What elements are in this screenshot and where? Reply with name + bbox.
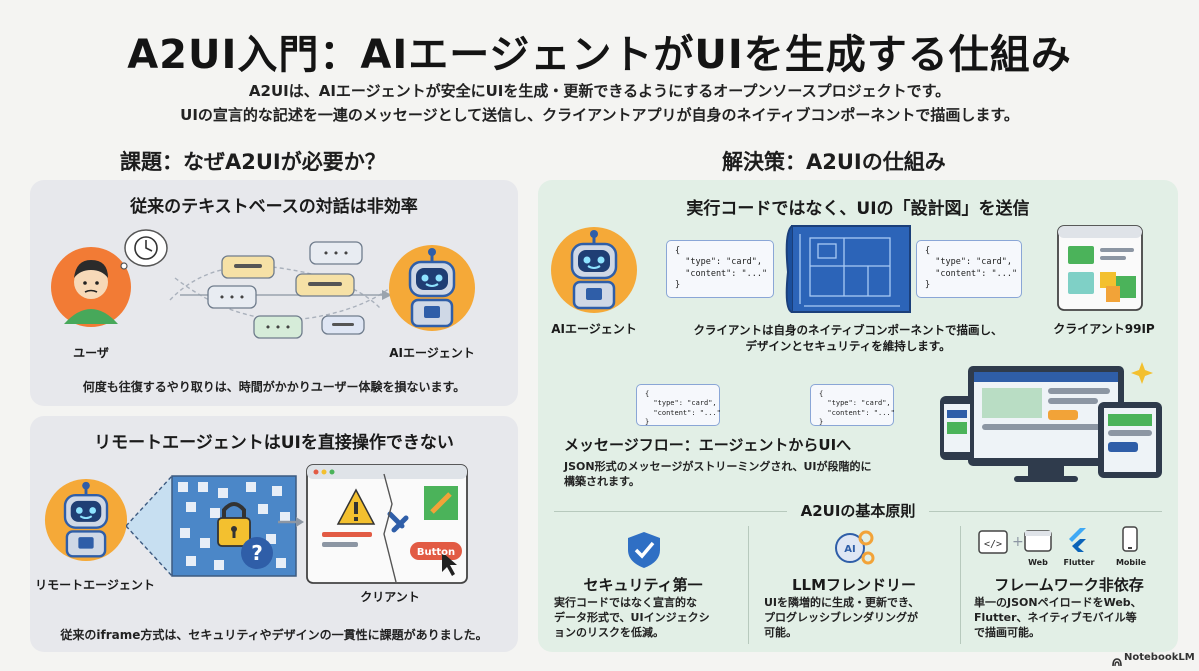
notebooklm-logo-icon: [1112, 652, 1122, 667]
plus-icon: +: [1012, 534, 1024, 550]
principle-body: で描画可能。: [974, 626, 1040, 639]
divider: [748, 526, 749, 644]
blueprint-icon: [784, 222, 914, 318]
code-window-icon: </>: [978, 530, 1008, 554]
principle-body: 可能。: [764, 626, 797, 639]
client-label: クリアント: [360, 590, 420, 604]
shield-check-icon: [626, 530, 662, 570]
ai-brain-gear-icon: AI: [832, 526, 876, 570]
principles-heading: A2UIの基本原則: [786, 502, 930, 520]
arrow-right-icon: [278, 514, 304, 528]
lead-line-2: UIの宣言的な記述を一連のメッセージとして送信し、クライアントアプリが自身のネイ…: [180, 106, 1019, 124]
brand-label: NotebookLM: [1124, 652, 1195, 663]
page-title: A2UI入門：AIエージェントがUIを生成する仕組み: [127, 32, 1072, 78]
principle-body: データ形式で、UIインジェクシ: [554, 611, 710, 624]
json-code-card: { "type": "card", "content": "..." }: [916, 240, 1022, 298]
agent-label: AIエージェント: [389, 346, 475, 360]
user-label: ユーザ: [73, 346, 109, 360]
principle-body: Flutter、ネイティブモバイル等: [974, 611, 1137, 624]
svg-text:• • •: • • •: [219, 291, 245, 304]
solution-panel: 実行コードではなく、UIの「設計図」を送信 AIエージェント { "type":…: [538, 180, 1178, 652]
blueprint-caption-2: デザインとセキュリティを維持します。: [745, 339, 951, 353]
mobile-icon: [1122, 526, 1138, 552]
principle-body: プログレッシブレンダリングが: [764, 611, 918, 624]
principle-title: LLMフレンドリー: [791, 576, 917, 594]
clock-thought-icon: [116, 228, 168, 272]
principle-title: フレームワーク非依存: [994, 576, 1144, 594]
svg-text:• • •: • • •: [265, 321, 291, 334]
json-code-card: { "type": "card", "content": "..." }: [810, 384, 895, 426]
principle-title: セキュリティ第一: [583, 576, 703, 594]
ai-agent-robot-icon: [550, 226, 638, 314]
blueprint-title: 実行コードではなく、UIの「設計図」を送信: [686, 199, 1030, 219]
solution-heading: 解決策：A2UIの仕組み: [722, 150, 946, 174]
client-window-icon: [306, 464, 468, 584]
question-icon: ?: [240, 536, 274, 570]
problem-heading: 課題：なぜA2UIが必要か？: [120, 150, 386, 174]
svg-text:• • •: • • •: [323, 247, 349, 260]
remote-agent-label: リモートエージェント: [35, 578, 155, 592]
remote-agent-card: リモートエージェントはUIを直接操作できない リモートエージェント: [30, 416, 518, 652]
divider: [960, 526, 961, 644]
json-code-card: { "type": "card", "content": "..." }: [636, 384, 721, 426]
principle-body: 実行コードではなく宣言的な: [554, 596, 697, 609]
lead-line-1: A2UIは、AIエージェントが安全にUIを生成・更新できるようにするオープンソー…: [248, 82, 951, 100]
principle-body: UIを隣増的に生成・更新でき、: [764, 596, 920, 609]
principles-heading-wrap: A2UIの基本原則: [538, 500, 1178, 521]
button-label: Button: [416, 547, 456, 558]
platform-label: Web: [1028, 558, 1048, 567]
client-app-label: クライアント99IP: [1053, 322, 1155, 336]
chat-bubbles-icon: • • • • • • • • •: [150, 238, 400, 353]
flow-body-1: JSON形式のメッセージがストリーミングされ、UIが段階的に: [564, 460, 872, 473]
client-app-icon: [1056, 224, 1152, 316]
locked-iframe-icon: [125, 468, 306, 584]
json-code-card: { "type": "card", "content": "..." }: [666, 240, 774, 298]
flow-title: メッセージフロー：エージェントからUIへ: [564, 436, 852, 454]
platform-label: Flutter: [1063, 558, 1095, 567]
svg-text:?: ?: [251, 541, 263, 565]
svg-text:</>: </>: [984, 539, 1002, 550]
platform-label: Mobile: [1115, 558, 1147, 567]
inefficient-dialog-card: 従来のテキストベースの対話は非効率 ユーザ: [30, 180, 518, 406]
remote-robot-icon: [44, 478, 128, 562]
robot-agent-icon: [388, 244, 476, 332]
principle-body: ョンのリスクを低減。: [554, 626, 664, 639]
devices-icon: [938, 362, 1168, 486]
card-caption: 従来のiframe方式は、セキュリティやデザインの一貫性に課題がありました。: [60, 628, 488, 642]
ai-agent-label: AIエージェント: [551, 322, 637, 336]
web-icon: [1024, 530, 1052, 552]
principle-body: 単一のJSONペイロードをWeb、: [974, 596, 1142, 609]
flow-body-2: 構築されます。: [564, 475, 640, 488]
blueprint-caption-1: クライアントは自身のネイティブコンポーネントで描画し、: [693, 323, 1003, 337]
card-title: 従来のテキストベースの対話は非効率: [130, 197, 418, 217]
card-caption: 何度も往復するやり取りは、時間がかかりユーザー体験を損ないます。: [82, 380, 466, 394]
flutter-icon: [1068, 528, 1088, 552]
svg-text:AI: AI: [844, 544, 855, 555]
user-avatar-icon: [50, 246, 132, 328]
card-title: リモートエージェントはUIを直接操作できない: [94, 433, 454, 453]
